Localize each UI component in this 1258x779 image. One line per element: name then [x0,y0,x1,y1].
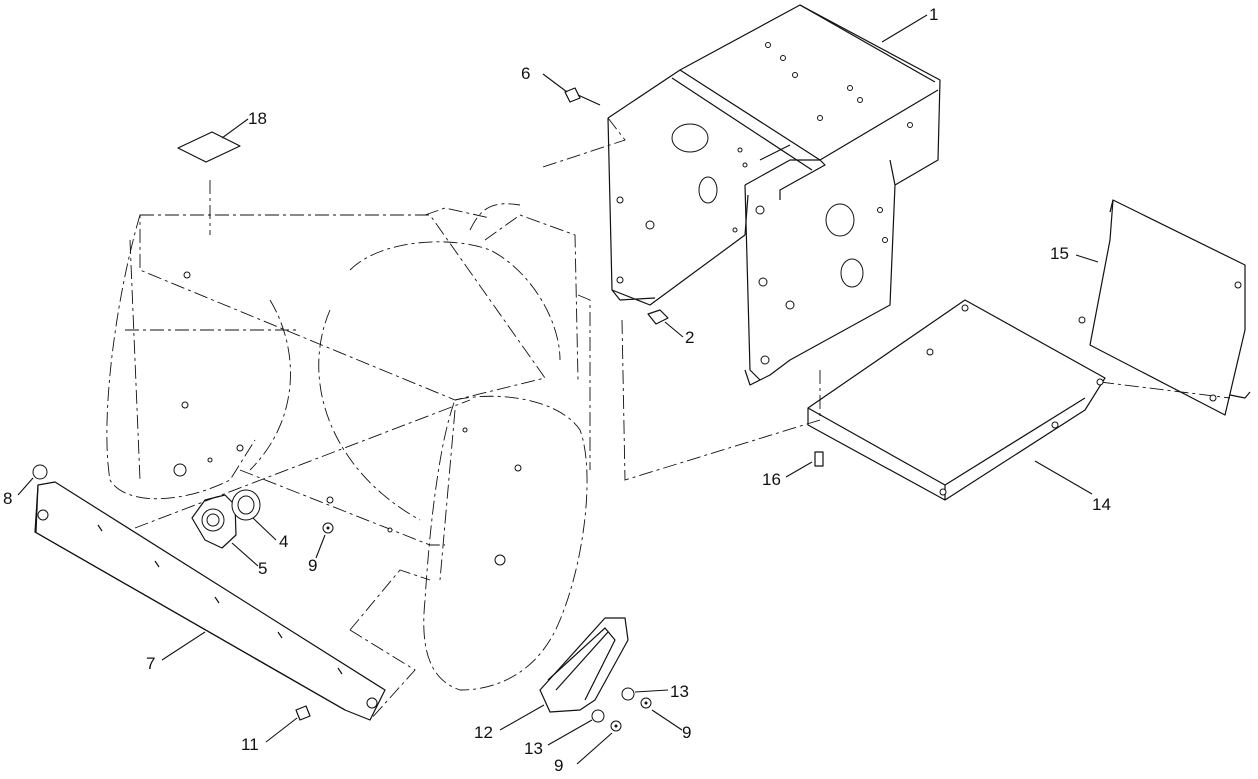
part-1-main-frame [607,4,941,386]
callout-9-upper: 9 [308,556,317,575]
part-13-washer-lower [591,709,605,723]
part-15-side-panel [1078,199,1251,416]
callout-7: 7 [146,654,155,673]
part-9-nut-upper [322,522,334,534]
callout-9-lower-right: 9 [682,723,691,742]
callout-14: 14 [1092,495,1111,514]
part-9-nut-lower-left [610,720,622,732]
callout-4: 4 [279,532,288,551]
part-8-cap [32,464,48,480]
callout-13-upper: 13 [670,682,689,701]
part-14-bottom-plate [807,299,1106,501]
part-13-washer-upper [621,687,635,701]
callout-11: 11 [241,735,259,754]
alignment-lines [539,117,1231,481]
part-6-bolt [564,87,601,106]
part-18-decal [177,131,241,163]
part-7-shave-plate [34,481,386,721]
part-4-bearing [231,489,261,521]
auger-housing-phantom [106,180,591,721]
callout-13-lower: 13 [524,739,543,758]
part-16-bolt [814,451,824,467]
part-2-clip [647,309,669,325]
callout-8: 8 [3,489,12,508]
callout-18: 18 [248,109,267,128]
part-9-nut-lower-right [640,697,652,709]
callout-12: 12 [474,723,493,742]
callout-9-lower-left: 9 [554,756,563,775]
callout-16: 16 [762,470,781,489]
callout-6: 6 [521,64,530,83]
part-11-bolt [295,705,311,721]
part-12-skid-shoe [539,617,629,713]
part-5-flange [191,494,237,549]
callout-1: 1 [929,5,938,24]
callout-2: 2 [685,328,694,347]
callout-15: 15 [1050,244,1069,263]
callout-5: 5 [258,559,267,578]
leader-lines [17,14,1099,765]
callout-labels: 1 2 18 6 4 5 9 7 8 11 12 13 13 9 9 14 15… [3,5,1111,775]
